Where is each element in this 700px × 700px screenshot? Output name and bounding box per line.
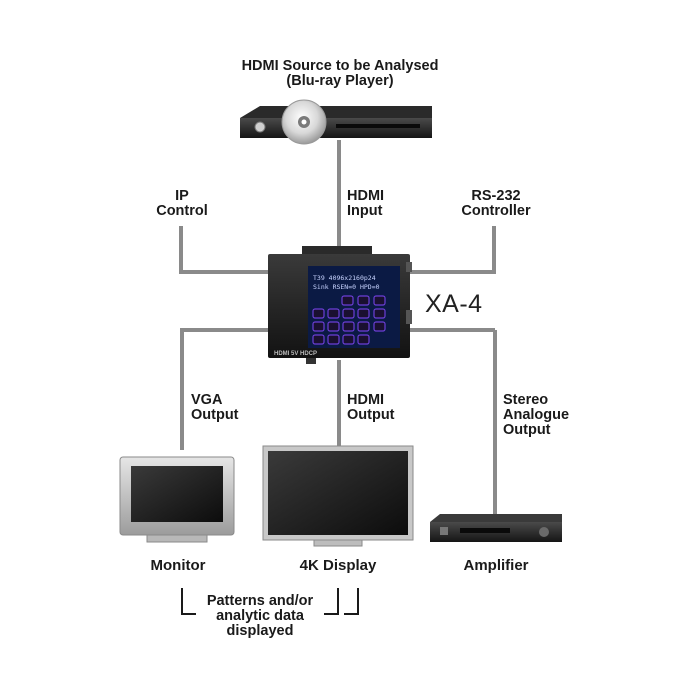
amplifier-label: Amplifier xyxy=(463,557,529,574)
rs232-line1: RS-232 xyxy=(471,188,521,204)
rs232-line2: Controller xyxy=(461,203,531,219)
patterns-note: Patterns and/or analytic data displayed xyxy=(190,594,330,639)
device-name: XA-4 xyxy=(425,290,483,318)
keypad xyxy=(312,295,386,345)
vga-line2: Output xyxy=(191,407,239,423)
ip-control-label: IP Control xyxy=(140,189,224,219)
hdmi-output-line2: Output xyxy=(347,407,395,423)
device-logos: HDMI 5V HDCP xyxy=(274,351,317,357)
note-line1: Patterns and/or xyxy=(206,593,314,609)
monitor-label: Monitor xyxy=(150,557,206,574)
vga-line1: VGA xyxy=(191,392,223,408)
4k-display-label: 4K Display xyxy=(299,557,377,574)
ip-control-line xyxy=(179,226,268,274)
output-bracket xyxy=(181,588,359,615)
monitor-device xyxy=(119,456,235,543)
xa4-device: T39 4096x2160p24 Sink RSEN=0 HPD=0 HDMI … xyxy=(268,246,412,364)
rs232-line xyxy=(410,226,496,274)
screen-text-1: T39 4096x2160p24 xyxy=(313,274,376,282)
source-title-line1: HDMI Source to be Analysed xyxy=(241,58,439,74)
hdmi-input-line1: HDMI xyxy=(347,188,385,204)
rs232-label: RS-232 Controller xyxy=(446,189,546,219)
ip-label-line2: Control xyxy=(156,203,208,219)
device-screen xyxy=(308,266,400,348)
stereo-line3: Output xyxy=(503,422,551,438)
amplifier-device xyxy=(430,514,562,542)
4k-display-device xyxy=(262,445,414,547)
output-bus-line xyxy=(180,328,268,450)
stereo-line1: Stereo xyxy=(503,392,549,408)
note-line3: displayed xyxy=(226,623,294,639)
note-line2: analytic data xyxy=(216,608,304,624)
screen-text-2: Sink RSEN=0 HPD=0 xyxy=(313,283,380,291)
hdmi-output-label: HDMI Output xyxy=(347,393,427,423)
ip-label-line1: IP xyxy=(175,188,189,204)
stereo-line2: Analogue xyxy=(503,407,570,423)
hdmi-output-line1: HDMI xyxy=(347,392,385,408)
hdmi-input-line2: Input xyxy=(347,203,383,219)
stereo-output-label: Stereo Analogue Output xyxy=(503,393,593,438)
source-title: HDMI Source to be Analysed (Blu-ray Play… xyxy=(200,59,480,89)
hdmi-input-label: HDMI Input xyxy=(347,189,417,219)
blu-ray-player xyxy=(240,99,432,145)
source-title-line2: (Blu-ray Player) xyxy=(286,73,394,89)
vga-output-label: VGA Output xyxy=(191,393,271,423)
